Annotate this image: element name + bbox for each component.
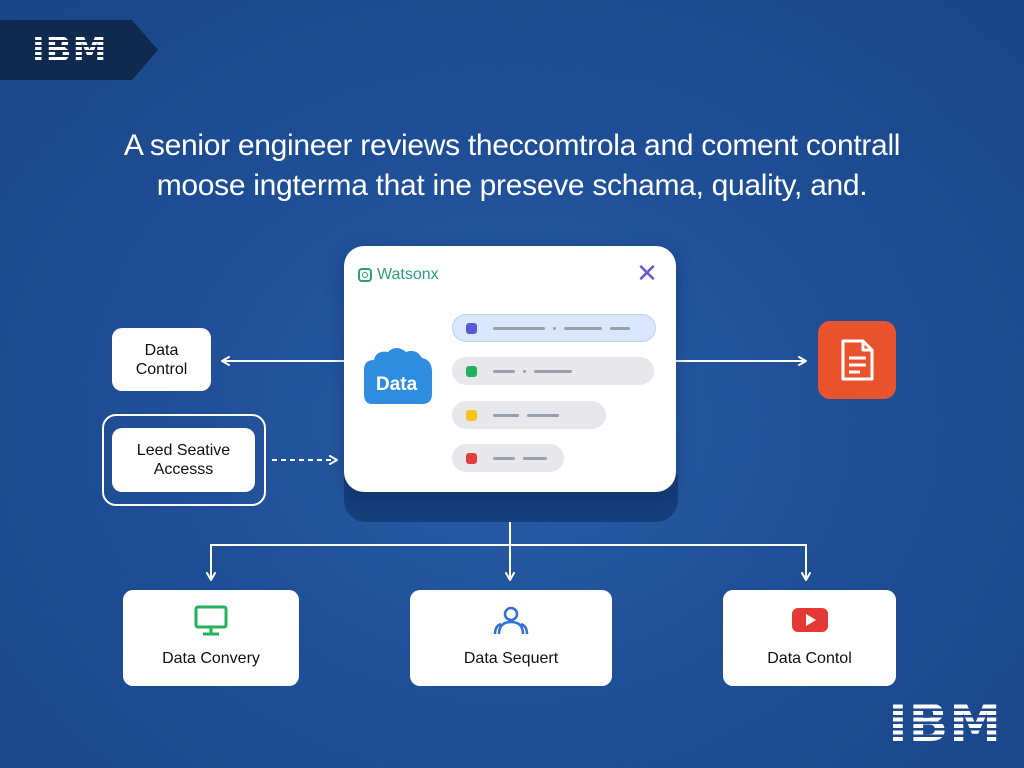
data-sequert-card[interactable]: Data Sequert (410, 590, 612, 686)
row-marker (466, 409, 477, 421)
play-icon (791, 608, 828, 632)
close-icon[interactable]: ✕ (636, 258, 658, 288)
access-card[interactable]: Leed Seative Accesss (112, 428, 255, 492)
watsonx-label: Watsonx (377, 266, 439, 283)
headline-line-1: A senior engineer reviews theccomtrola a… (123, 129, 901, 162)
data-convery-label: Data Convery (162, 650, 260, 667)
headline-line-2: moose ingterma that ine preseve schama, … (156, 169, 868, 202)
document-icon (841, 339, 874, 381)
access-card-outline (102, 414, 266, 506)
data-cloud: Data (362, 346, 434, 406)
data-sequert-label: Data Sequert (463, 650, 559, 667)
ibm-logo-top: IBM (32, 30, 108, 70)
row-marker (466, 322, 477, 334)
ibm-logo-bottom: IBM (888, 694, 1002, 754)
data-contol-label: Data Contol (767, 650, 852, 667)
data-convery-card[interactable]: Data Convery (123, 590, 299, 686)
access-card-line-2: Accesss (153, 461, 214, 478)
data-cloud-label: Data (376, 374, 418, 395)
user-group-icon (493, 606, 529, 635)
data-control-line-2: Control (135, 360, 188, 378)
list-item[interactable] (452, 401, 606, 429)
watsonx-window: Watsonx ✕ Data (344, 246, 676, 492)
watsonx-icon (358, 268, 372, 282)
list-item[interactable] (452, 314, 656, 342)
data-contol-card[interactable]: Data Contol (723, 590, 896, 686)
headline: A senior engineer reviews theccomtrola a… (60, 126, 964, 206)
cloud-icon (364, 348, 432, 404)
row-marker (466, 365, 477, 377)
watsonx-brand: Watsonx (358, 266, 439, 284)
document-tile[interactable] (818, 321, 896, 399)
access-card-line-1: Leed Seative (136, 442, 231, 459)
branch-line (210, 544, 807, 580)
list-item[interactable] (452, 444, 564, 472)
data-control-line-1: Data (144, 341, 179, 359)
data-control-card[interactable]: Data Control (112, 328, 211, 391)
monitor-icon (194, 605, 228, 636)
row-marker (466, 452, 477, 464)
list-item[interactable] (452, 357, 654, 385)
ibm-brand-tab (0, 20, 158, 80)
